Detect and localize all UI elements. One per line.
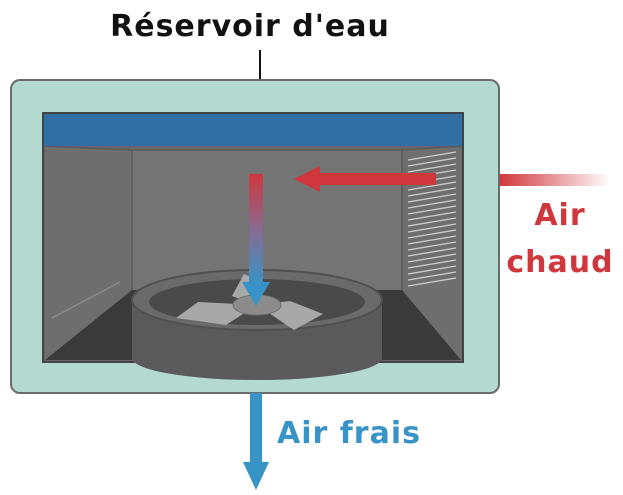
filter-hatch-line: [407, 217, 457, 227]
filter-hatch-line: [407, 223, 457, 233]
hot-air-arrow: [294, 166, 436, 192]
filter-hatch-line: [407, 205, 457, 215]
filter-hatch-line: [407, 259, 457, 269]
filter-hatch-line: [407, 181, 457, 191]
filter-hatch-line: [407, 151, 457, 161]
filter-hatch-line: [407, 277, 457, 287]
cooling-air-arrow: [242, 174, 270, 306]
filter-hatch-line: [407, 163, 457, 173]
cold-air-label: Air frais: [277, 416, 421, 451]
hot-air-label-line2: chaud: [506, 245, 613, 280]
filter-hatch-line: [407, 187, 457, 197]
water-reservoir: [44, 114, 462, 146]
filter-hatch-line: [407, 247, 457, 257]
filter-hatch-line: [407, 199, 457, 209]
filter-hatch-line: [407, 235, 457, 245]
filter-hatch-line: [407, 157, 457, 167]
filter-hatch-line: [407, 229, 457, 239]
hot-air-label-line1: Air: [534, 198, 585, 233]
filter-hatch-line: [407, 193, 457, 203]
filter-hatch-line: [407, 253, 457, 263]
filter-hatch-line: [407, 265, 457, 275]
filter-hatch-line: [407, 241, 457, 251]
cold-air-arrow: [243, 393, 269, 490]
hot-air-stream: [500, 174, 610, 186]
reservoir-label: Réservoir d'eau: [110, 9, 390, 44]
filter-hatch-line: [407, 211, 457, 221]
filter-hatch-line: [407, 271, 457, 281]
